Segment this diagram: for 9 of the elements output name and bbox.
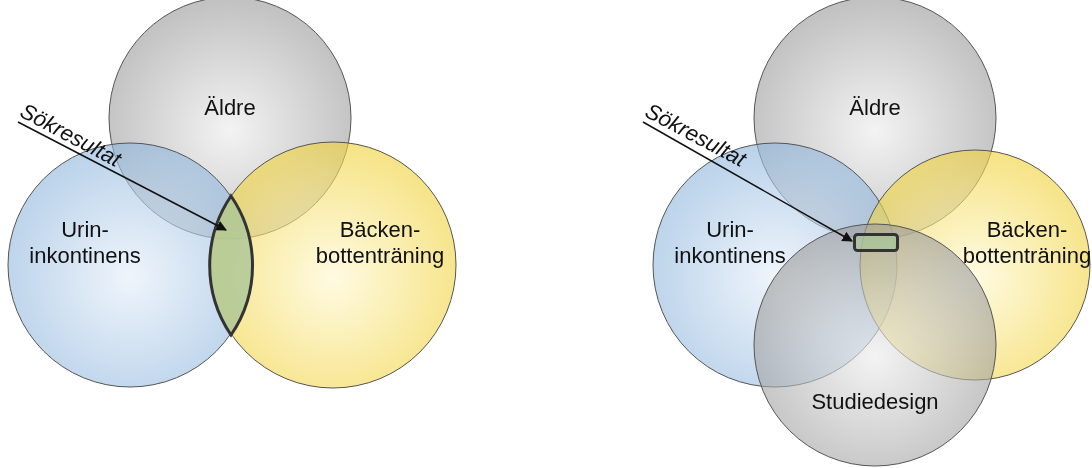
circle-label: Bäcken- bottenträning <box>962 216 1092 270</box>
circle-label: Bäcken- bottenträning <box>315 216 445 270</box>
circle-label: Äldre <box>204 94 256 122</box>
circle-label: Studiedesign <box>811 388 939 416</box>
circle-label: Urin- inkontinens <box>674 216 786 270</box>
leader-arrow <box>17 121 227 231</box>
circle-label: Äldre <box>849 94 901 122</box>
leader-arrow <box>642 121 853 242</box>
circle-label: Urin- inkontinens <box>29 216 141 270</box>
